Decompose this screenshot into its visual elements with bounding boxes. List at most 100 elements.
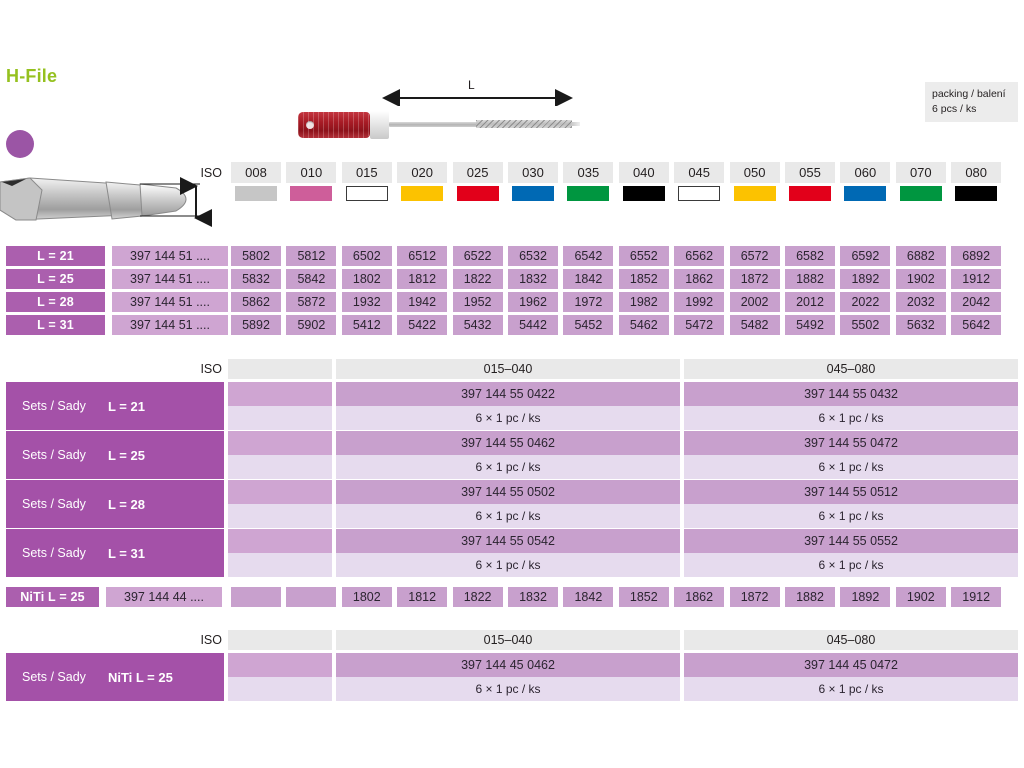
product-code-cell: 6582 — [785, 246, 835, 266]
packing-line-1: packing / balení — [932, 88, 1006, 100]
sets-spacer-upper — [228, 382, 332, 406]
file-collar — [370, 111, 389, 139]
product-code-cell: 5422 — [397, 315, 448, 335]
sets-quantity-cell: 6 × 1 pc / ks — [684, 455, 1018, 479]
instrument-illustration: L — [288, 78, 580, 148]
sets-row-prefix: Sets / Sady — [22, 399, 86, 413]
sets-quantity-cell: 6 × 1 pc / ks — [336, 406, 680, 430]
iso-color-swatch — [567, 186, 610, 201]
product-code-cell: 5482 — [729, 315, 780, 335]
length-row-label: L = 21 — [6, 246, 105, 266]
product-code-cell: 2022 — [840, 292, 891, 312]
niti-code-cell: 1822 — [452, 587, 503, 607]
iso-color-swatch — [345, 186, 388, 201]
product-code-cell: 5502 — [840, 315, 891, 335]
product-code-cell: 6552 — [618, 246, 669, 266]
packing-box: packing / balení 6 pcs / ks — [925, 82, 1018, 122]
sets-row-length: NiTi L = 25 — [107, 669, 173, 685]
article-number: 397 144 51 .... — [112, 315, 228, 335]
product-code-cell: 5802 — [231, 246, 281, 266]
iso-size-header: 010 — [286, 162, 337, 183]
article-number: 397 144 51 .... — [112, 292, 228, 312]
product-code-cell: 2012 — [785, 292, 835, 312]
product-code-cell: 5432 — [452, 315, 503, 335]
sets-row-label: Sets / Sady L = 31 — [6, 529, 224, 577]
iso-color-swatch — [733, 186, 776, 201]
file-handle — [298, 112, 370, 138]
sets-code-cell: 397 144 55 0512 — [684, 480, 1018, 504]
product-code-cell: 5832 — [231, 269, 281, 289]
diameter-arrow-icon — [180, 177, 212, 227]
product-code-cell: 5442 — [508, 315, 558, 335]
niti-code-cell: 1892 — [840, 587, 891, 607]
product-code-cell: 2042 — [951, 292, 1002, 312]
product-code-cell: 5492 — [785, 315, 835, 335]
length-dimension: L — [288, 78, 578, 107]
product-code-cell: 6532 — [508, 246, 558, 266]
product-code-cell: 1982 — [618, 292, 669, 312]
sets-quantity-cell: 6 × 1 pc / ks — [336, 553, 680, 577]
product-code-cell: 5842 — [286, 269, 337, 289]
niti-code-cell: 1902 — [895, 587, 946, 607]
niti-code-cell: 1862 — [674, 587, 725, 607]
file-shaft-flutes — [476, 120, 572, 128]
iso-size-header: 055 — [785, 162, 835, 183]
product-code-cell: 1812 — [397, 269, 448, 289]
product-code-cell: 1882 — [785, 269, 835, 289]
iso-size-header: 030 — [508, 162, 558, 183]
sets-range-header: 015–040 — [336, 359, 680, 379]
product-code-cell: 5642 — [951, 315, 1002, 335]
sets-spacer-upper — [228, 529, 332, 553]
file-tip-illustration — [0, 166, 200, 232]
iso-size-header: 045 — [674, 162, 725, 183]
niti-code-cell: 1852 — [618, 587, 669, 607]
article-number: 397 144 51 .... — [112, 246, 228, 266]
product-code-cell: 6542 — [563, 246, 614, 266]
sets-range-header: 015–040 — [336, 630, 680, 650]
product-code-cell: 5412 — [341, 315, 392, 335]
file-tip-icon — [0, 177, 200, 221]
sets-row-length: L = 31 — [107, 545, 145, 561]
article-number: 397 144 51 .... — [112, 269, 228, 289]
iso-size-header: 060 — [840, 162, 891, 183]
sets-row-prefix: Sets / Sady — [22, 546, 86, 560]
product-code-cell: 1932 — [341, 292, 392, 312]
iso-color-swatch — [789, 186, 831, 201]
product-code-cell: 5872 — [286, 292, 337, 312]
product-code-cell: 1942 — [397, 292, 448, 312]
product-code-cell: 5452 — [563, 315, 614, 335]
product-code-cell: 6512 — [397, 246, 448, 266]
iso-color-swatch — [235, 186, 277, 201]
length-arrow-icon — [382, 89, 573, 107]
product-code-cell: 1892 — [840, 269, 891, 289]
product-code-cell: 1842 — [563, 269, 614, 289]
packing-line-2: 6 pcs / ks — [932, 103, 977, 116]
product-code-cell: 6592 — [840, 246, 891, 266]
sets-quantity-cell: 6 × 1 pc / ks — [336, 455, 680, 479]
product-code-cell: 2032 — [895, 292, 946, 312]
file-handle-grooves — [298, 112, 370, 138]
product-code-cell: 1972 — [563, 292, 614, 312]
product-code-cell: 1992 — [674, 292, 725, 312]
sets-header-spacer — [228, 359, 332, 379]
iso-color-swatch — [290, 186, 333, 201]
sets-header-spacer — [228, 630, 332, 650]
sets-row-length: L = 28 — [107, 496, 145, 512]
length-label: L — [468, 78, 475, 92]
sets-quantity-cell: 6 × 1 pc / ks — [684, 677, 1018, 701]
product-code-cell: 1802 — [341, 269, 392, 289]
product-code-cell: 1872 — [729, 269, 780, 289]
product-code-cell: 6882 — [895, 246, 946, 266]
iso-size-header: 040 — [618, 162, 669, 183]
sets-code-cell: 397 144 55 0472 — [684, 431, 1018, 455]
niti-empty-cell — [231, 587, 281, 607]
iso-color-swatch — [401, 186, 444, 201]
sets-iso-label: ISO — [200, 362, 222, 376]
product-code-cell: 5892 — [231, 315, 281, 335]
diameter-dimension — [170, 166, 230, 228]
niti-code-cell: 1802 — [341, 587, 392, 607]
